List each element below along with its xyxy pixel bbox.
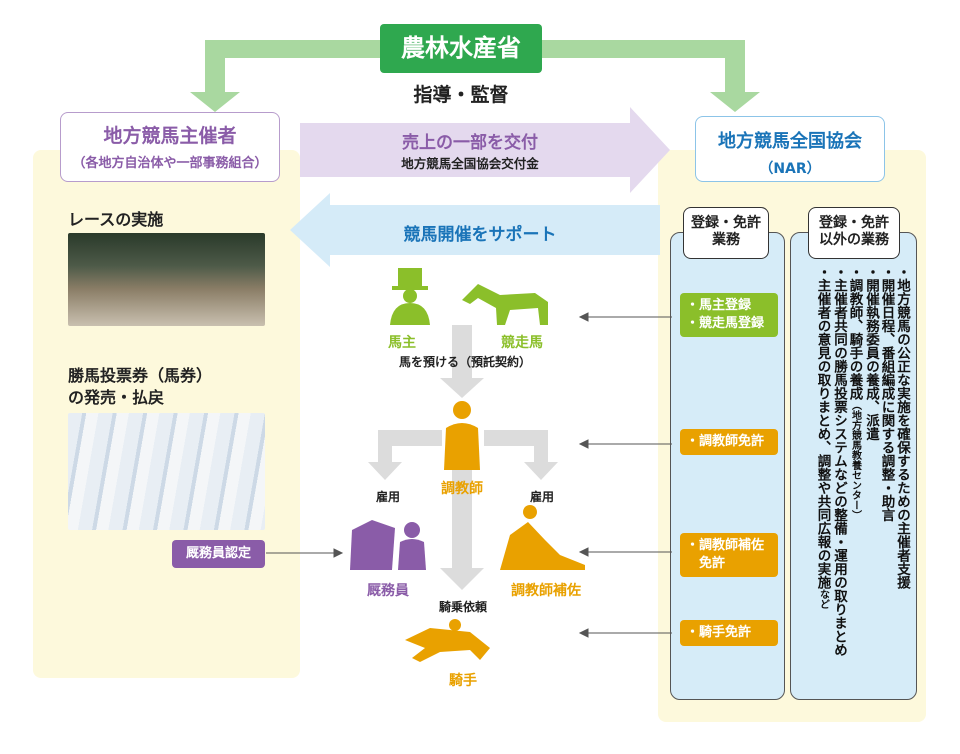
horse-registration: ・競走馬登録: [686, 316, 765, 331]
assistant-trainer-label: 調教師補佐: [511, 583, 581, 599]
flow-arrows: [290, 107, 670, 267]
betting-label: 勝馬投票券（馬券） の発売・払戻: [68, 365, 212, 409]
supervision-label: 指導・監督: [413, 84, 509, 106]
jockey-icon: [405, 619, 490, 662]
duty-item: ・主催者の意見の取りまとめ、調整や共同広報の実施など: [814, 265, 831, 695]
ride-request-label: 騎乗依頼: [438, 600, 487, 614]
duty-text: ・調教師、騎手の養成: [846, 265, 863, 400]
jockey-license: ・騎手免許: [680, 620, 778, 646]
duties-header-line2: 以外の業務: [819, 232, 889, 248]
duties-list: ・地方競馬の公正な実施を確保するための主催者支援 ・開催日程、番組編成に関する調…: [797, 265, 911, 695]
groom-icon: [350, 520, 426, 570]
license-pointer-arrows: [266, 312, 672, 638]
assistant-trainer-icon: [500, 505, 585, 570]
duties-header-line1: 登録・免許: [819, 215, 889, 231]
duties-column: [790, 232, 917, 700]
nar-header: 地方競馬全国協会 （NAR）: [695, 116, 885, 182]
gray-flow-arrows: [368, 325, 558, 590]
trainer-license: ・調教師免許: [680, 429, 778, 455]
owner-icon: [390, 268, 430, 325]
employ-label-left: 雇用: [375, 490, 400, 504]
duties-column-header: 登録・免許以外の業務: [808, 207, 900, 259]
duty-item: ・主催者共同の勝馬投票システムなどの整備・運用の取りまとめ: [831, 265, 847, 657]
assistant-license-line1: ・調教師補佐: [686, 538, 765, 553]
assistant-license-line2: 免許: [686, 556, 726, 571]
organizer-title: 地方競馬主催者: [103, 125, 237, 147]
groom-label: 厩務員: [367, 583, 409, 599]
ticket-photo: [68, 413, 265, 530]
duty-item: ・地方競馬の公正な実施を確保するための主催者支援: [894, 265, 910, 589]
payment-title: 売上の一部を交付: [402, 133, 538, 153]
betting-label-line1: 勝馬投票券（馬券）: [68, 366, 213, 385]
supervision-arrows: [190, 40, 760, 112]
duty-note: など: [817, 589, 829, 609]
trainer-label: 調教師: [441, 481, 483, 497]
license-header-line1: 登録・免許: [691, 215, 761, 231]
race-photo: [68, 233, 265, 326]
duty-text: ・主催者の意見の取りまとめ、調整や共同広報の実施: [814, 265, 831, 589]
nar-title: 地方競馬全国協会: [718, 131, 862, 152]
organizer-header: 地方競馬主催者 （各地方自治体や一部事務組合）: [60, 112, 280, 182]
nar-abbr: （NAR）: [759, 161, 821, 177]
trainer-icon: [444, 401, 480, 470]
deposit-contract-label: 馬を預ける（預託契約）: [398, 355, 531, 369]
payment-subtitle: 地方競馬全国協会交付金: [401, 156, 539, 171]
groom-certification-badge: 厩務員認定: [172, 540, 265, 568]
duty-item: ・調教師、騎手の養成（地方競馬教養センター）: [846, 265, 863, 695]
betting-label-line2: の発売・払戻: [68, 388, 165, 407]
employ-label-right: 雇用: [529, 490, 554, 504]
duty-item: ・開催執務委員の養成、派遣: [863, 265, 879, 441]
jockey-label: 騎手: [449, 673, 477, 689]
ministry-title: 農林水産省: [380, 24, 542, 73]
owner-horse-registration: ・馬主登録・競走馬登録: [680, 293, 778, 337]
duty-note: （地方競馬教養センター）: [849, 400, 861, 520]
race-label: レースの実施: [68, 210, 164, 229]
support-label: 競馬開催をサポート: [403, 225, 557, 245]
owner-registration: ・馬主登録: [686, 298, 752, 313]
license-header-line2: 業務: [712, 232, 740, 248]
assistant-trainer-license: ・調教師補佐 免許: [680, 533, 778, 577]
license-column-header: 登録・免許業務: [683, 207, 769, 259]
owner-label: 馬主: [388, 335, 416, 351]
organizer-subtitle: （各地方自治体や一部事務組合）: [72, 156, 268, 171]
racehorse-label: 競走馬: [501, 335, 543, 351]
racehorse-icon: [462, 284, 548, 325]
duty-item: ・開催日程、番組編成に関する調整・助言: [878, 265, 895, 522]
